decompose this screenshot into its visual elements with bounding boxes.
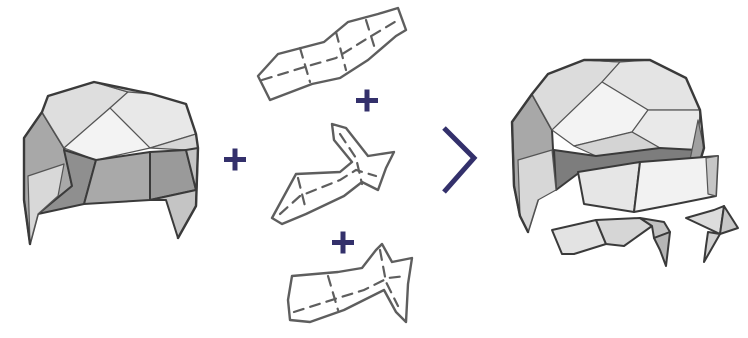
visor-side [706,156,718,196]
piece-strip-fold-2 [300,48,310,82]
visor-face-left [578,162,640,212]
piece-strip-fold-4 [366,20,376,52]
exploded-small-wing [686,206,738,262]
small-wing-face-1 [686,206,724,234]
piece-wing-outline [272,124,394,224]
visor-face-right [634,156,718,212]
unfolded-piece-strip [258,8,406,100]
exploded-lower-strip [552,218,670,266]
base-cap-model [24,82,198,244]
unfolded-piece-wing [272,124,394,224]
plus-icon [356,90,378,112]
piece-strip-outline [258,8,406,100]
piece-lower-fold-3 [328,276,338,310]
plus-icon [224,149,246,171]
piece-wing-fold-3 [298,178,306,210]
lower-strip-face-2 [596,218,652,246]
small-wing-face-2 [720,206,738,234]
lower-strip-tail [654,232,670,266]
unfolded-piece-lower [288,244,412,322]
piece-strip-fold-3 [336,32,346,70]
piece-lower-outline [288,244,412,322]
plus-icon [332,232,354,254]
piece-strip-fold-1 [262,20,398,80]
assembled-cap-left-lower [518,150,556,232]
small-wing-face-3 [704,232,720,262]
chevron-right-icon [444,128,474,192]
